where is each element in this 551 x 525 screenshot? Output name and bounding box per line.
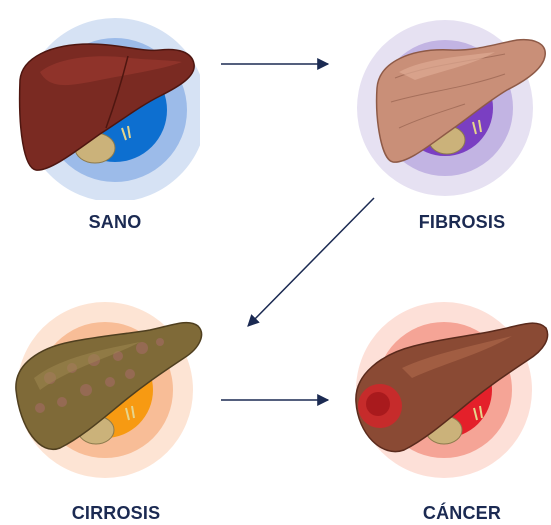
- arrow-fibrosis-to-cirrhosis: [248, 198, 374, 326]
